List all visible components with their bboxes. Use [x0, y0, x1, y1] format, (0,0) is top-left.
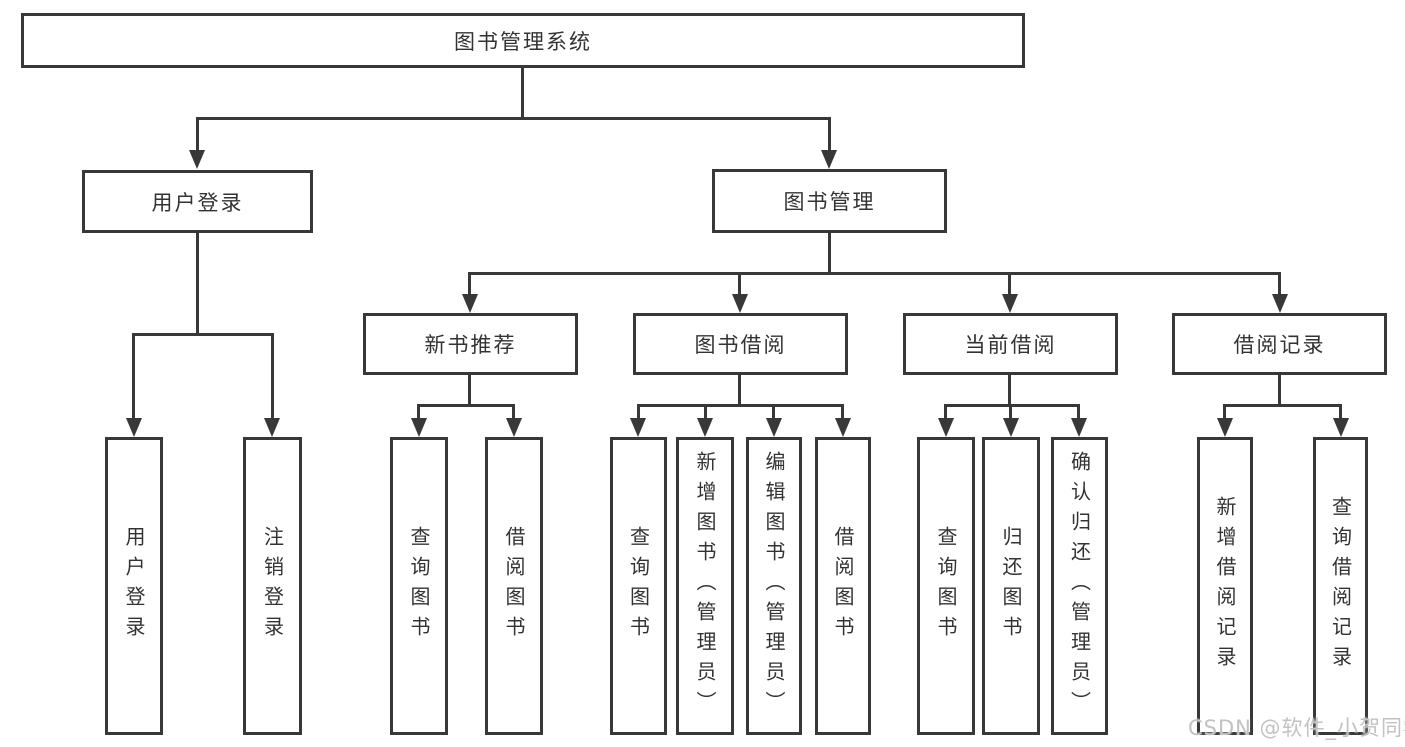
connector-line [1278, 272, 1281, 296]
connector-line [1077, 404, 1080, 420]
node-borrow-records: 借阅记录 [1172, 313, 1387, 375]
connector-arrow-down-icon [835, 418, 851, 437]
connector-arrow-down-icon [697, 418, 713, 437]
leaf-logout: 注销登录 [243, 437, 302, 735]
connector-line [738, 375, 741, 406]
node-user-login: 用户登录 [82, 170, 313, 233]
connector-arrow-down-icon [732, 294, 748, 313]
node-user-login-label: 用户登录 [151, 190, 244, 215]
connector-line [841, 404, 844, 420]
connector-arrow-down-icon [1003, 418, 1019, 437]
leaf-confirm-return-admin: 确认归还（管理员） [1051, 437, 1108, 735]
connector-line [418, 404, 515, 407]
leaf-add-borrow-record: 新增借阅记录 [1197, 437, 1253, 735]
connector-arrow-down-icon [1217, 418, 1233, 437]
connector-arrow-down-icon [126, 418, 142, 437]
leaf-borrow-books-recommend-label: 借阅图书 [502, 526, 526, 646]
leaf-query-borrow-record-label: 查询借阅记录 [1328, 496, 1353, 676]
node-root: 图书管理系统 [21, 13, 1025, 68]
connector-arrow-down-icon [938, 418, 954, 437]
leaf-query-books-current-label: 查询图书 [934, 526, 958, 646]
connector-line [1278, 375, 1281, 406]
leaf-query-books-borrow-label: 查询图书 [626, 526, 651, 646]
connector-line [512, 404, 515, 420]
connector-arrow-down-icon [1002, 294, 1018, 313]
node-new-book-recommend-label: 新书推荐 [424, 333, 517, 357]
connector-arrow-down-icon [821, 150, 837, 169]
connector-line [521, 68, 524, 118]
connector-line [196, 117, 199, 152]
connector-line [944, 404, 947, 420]
watermark-text: CSDN @软件_小贺同学 [1188, 716, 1405, 740]
node-book-management-label: 图书管理 [783, 190, 876, 214]
leaf-query-books-current: 查询图书 [917, 437, 975, 735]
leaf-borrow-books-label: 借阅图书 [831, 526, 855, 646]
connector-arrow-down-icon [1333, 418, 1349, 437]
leaf-add-books-admin-label: 新增图书（管理员） [693, 451, 717, 721]
connector-line [1223, 404, 1226, 420]
leaf-user-login: 用户登录 [105, 437, 163, 735]
connector-line [1339, 404, 1342, 420]
connector-line [196, 117, 831, 120]
leaf-add-borrow-record-label: 新增借阅记录 [1213, 496, 1237, 676]
node-borrow-records-label: 借阅记录 [1233, 333, 1326, 357]
connector-line [468, 272, 471, 296]
leaf-logout-label: 注销登录 [260, 526, 285, 646]
connector-arrow-down-icon [264, 418, 280, 437]
leaf-edit-books-admin: 编辑图书（管理员） [746, 437, 802, 735]
connector-line [828, 233, 831, 274]
connector-arrow-down-icon [411, 418, 427, 437]
connector-line [133, 333, 274, 336]
connector-line [704, 404, 707, 420]
leaf-borrow-books: 借阅图书 [815, 437, 871, 735]
node-book-borrow: 图书借阅 [633, 313, 848, 375]
connector-arrow-down-icon [1071, 418, 1087, 437]
connector-line [772, 404, 775, 420]
leaf-confirm-return-admin-label: 确认归还（管理员） [1067, 451, 1092, 721]
connector-line [196, 233, 199, 335]
connector-line [945, 404, 1080, 407]
connector-line [1008, 272, 1011, 296]
leaf-query-borrow-record: 查询借阅记录 [1313, 437, 1368, 735]
connector-line [470, 272, 1280, 275]
leaf-return-books-label: 归还图书 [999, 526, 1023, 646]
node-current-borrow: 当前借阅 [903, 313, 1118, 375]
leaf-query-books-borrow: 查询图书 [610, 437, 667, 735]
connector-line [417, 404, 420, 420]
node-book-borrow-label: 图书借阅 [694, 333, 787, 357]
leaf-edit-books-admin-label: 编辑图书（管理员） [762, 451, 786, 721]
node-book-management: 图书管理 [712, 169, 947, 233]
connector-line [828, 117, 831, 152]
connector-line [637, 404, 640, 420]
connector-arrow-down-icon [506, 418, 522, 437]
connector-line [1009, 404, 1012, 420]
connector-line [1224, 404, 1341, 407]
connector-arrow-down-icon [1272, 294, 1288, 313]
node-root-label: 图书管理系统 [454, 29, 592, 54]
leaf-query-books-recommend-label: 查询图书 [407, 526, 431, 646]
connector-line [468, 375, 471, 406]
leaf-borrow-books-recommend: 借阅图书 [485, 437, 543, 735]
connector-arrow-down-icon [630, 418, 646, 437]
node-new-book-recommend: 新书推荐 [363, 313, 578, 375]
leaf-add-books-admin: 新增图书（管理员） [676, 437, 734, 735]
connector-line [637, 404, 843, 407]
connector-line [132, 333, 135, 420]
connector-line [1008, 375, 1011, 406]
leaf-query-books-recommend: 查询图书 [390, 437, 448, 735]
connector-arrow-down-icon [462, 294, 478, 313]
connector-arrow-down-icon [189, 150, 205, 169]
leaf-user-login-label: 用户登录 [122, 526, 146, 646]
leaf-return-books: 归还图书 [982, 437, 1040, 735]
node-current-borrow-label: 当前借阅 [964, 333, 1057, 357]
connector-arrow-down-icon [766, 418, 782, 437]
connector-line [738, 272, 741, 296]
connector-line [271, 333, 274, 420]
